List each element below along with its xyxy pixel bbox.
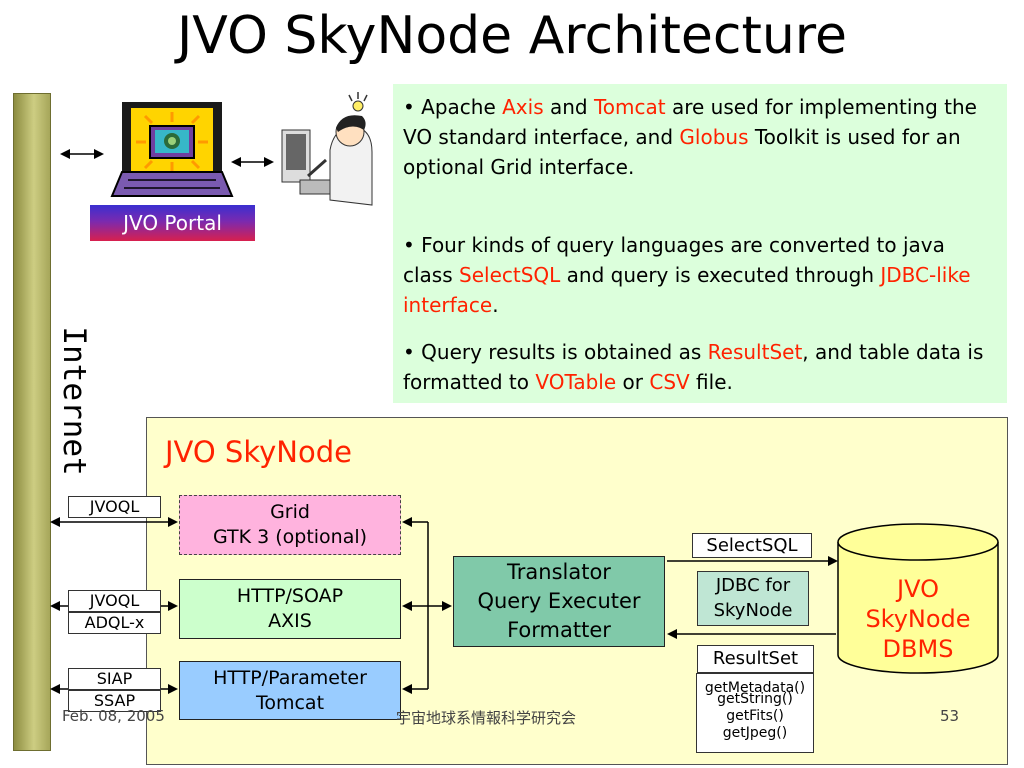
resultset-methods: getMetadata() getString() getFits() getJ… bbox=[696, 673, 814, 753]
note-bullet-3: • Query results is obtained as ResultSet… bbox=[403, 337, 995, 397]
dbms-label: JVO SkyNode DBMS bbox=[836, 574, 1000, 664]
highlight: ResultSet bbox=[707, 340, 803, 364]
highlight: Axis bbox=[502, 95, 544, 119]
text: • Four kinds of query languages are conv… bbox=[403, 233, 945, 287]
footer-date: Feb. 08, 2005 bbox=[62, 707, 165, 725]
translator-line3: Formatter bbox=[507, 618, 611, 642]
method-getmetadata: getMetadata() bbox=[704, 680, 806, 696]
dbms-line3: DBMS bbox=[882, 635, 954, 663]
text: Toolkit is used for an optional Grid int… bbox=[403, 125, 961, 179]
translator-line1: Translator bbox=[507, 560, 611, 584]
soap-line2: AXIS bbox=[268, 610, 312, 632]
text: . bbox=[492, 293, 499, 317]
tag-siap: SIAP bbox=[68, 668, 161, 690]
highlight: SelectSQL bbox=[459, 263, 561, 287]
text: and query is executed through bbox=[560, 263, 881, 287]
http-parameter-box: HTTP/Parameter Tomcat bbox=[179, 661, 401, 720]
user-at-computer-icon bbox=[281, 92, 373, 206]
soap-line1: HTTP/SOAP bbox=[236, 585, 344, 607]
text: file. bbox=[689, 370, 733, 394]
dbms-line2: SkyNode bbox=[865, 605, 971, 633]
translator-box: Translator Query Executer Formatter bbox=[453, 556, 665, 647]
grid-line2: GTK 3 (optional) bbox=[212, 526, 368, 548]
grid-box: Grid GTK 3 (optional) bbox=[179, 495, 401, 555]
param-line1: HTTP/Parameter bbox=[213, 666, 367, 689]
method-getstring: getString() bbox=[717, 691, 793, 707]
resultset-tag: ResultSet bbox=[697, 645, 814, 673]
http-soap-box: HTTP/SOAP AXIS bbox=[179, 579, 401, 639]
note-bullet-1: • Apache Axis and Tomcat are used for im… bbox=[403, 92, 995, 182]
computer-icon bbox=[110, 102, 234, 197]
jdbc-tag: JDBC for SkyNode bbox=[697, 571, 809, 626]
tag-adql-soap: ADQL-x bbox=[68, 612, 161, 634]
text: • Query results is obtained as bbox=[403, 340, 708, 364]
method-getfits: getFits() bbox=[726, 708, 784, 724]
highlight: JDBC-like interface bbox=[403, 263, 971, 317]
translator-line2: Query Executer bbox=[477, 589, 641, 613]
text: and bbox=[543, 95, 594, 119]
internet-bar bbox=[13, 93, 51, 751]
grid-line1: Grid bbox=[270, 501, 310, 523]
highlight: CSV bbox=[649, 370, 690, 394]
notes-panel: • Apache Axis and Tomcat are used for im… bbox=[393, 84, 1007, 403]
note-bullet-2: • Four kinds of query languages are conv… bbox=[403, 230, 995, 320]
jdbc-line1: JDBC for bbox=[715, 575, 791, 596]
highlight: VOTable bbox=[535, 370, 617, 394]
skynode-title: JVO SkyNode bbox=[165, 435, 352, 469]
highlight: Globus bbox=[679, 125, 749, 149]
tag-ssap: SSAP bbox=[68, 690, 161, 712]
footer-org: 宇宙地球系情報科学研究会 bbox=[396, 709, 577, 727]
method-getjpeg: getJpeg() bbox=[722, 725, 788, 741]
footer-page-number: 53 bbox=[940, 707, 960, 725]
text: are used for implementing the VO standar… bbox=[403, 95, 977, 149]
tag-jvoql-grid: JVOQL bbox=[68, 496, 161, 518]
text: , and table data is formatted to bbox=[403, 340, 984, 394]
param-line2: Tomcat bbox=[255, 691, 325, 714]
jvo-portal-label: JVO Portal bbox=[90, 205, 255, 241]
slide-title: JVO SkyNode Architecture bbox=[176, 6, 848, 66]
text: or bbox=[616, 370, 650, 394]
highlight: Tomcat bbox=[593, 95, 666, 119]
jdbc-line2: SkyNode bbox=[713, 600, 793, 621]
tag-jvoql-soap: JVOQL bbox=[68, 590, 161, 612]
dbms-line1: JVO bbox=[897, 575, 939, 603]
dbms-cylinder bbox=[837, 523, 999, 674]
selectsql-tag: SelectSQL bbox=[692, 533, 812, 558]
text: • Apache bbox=[403, 95, 503, 119]
